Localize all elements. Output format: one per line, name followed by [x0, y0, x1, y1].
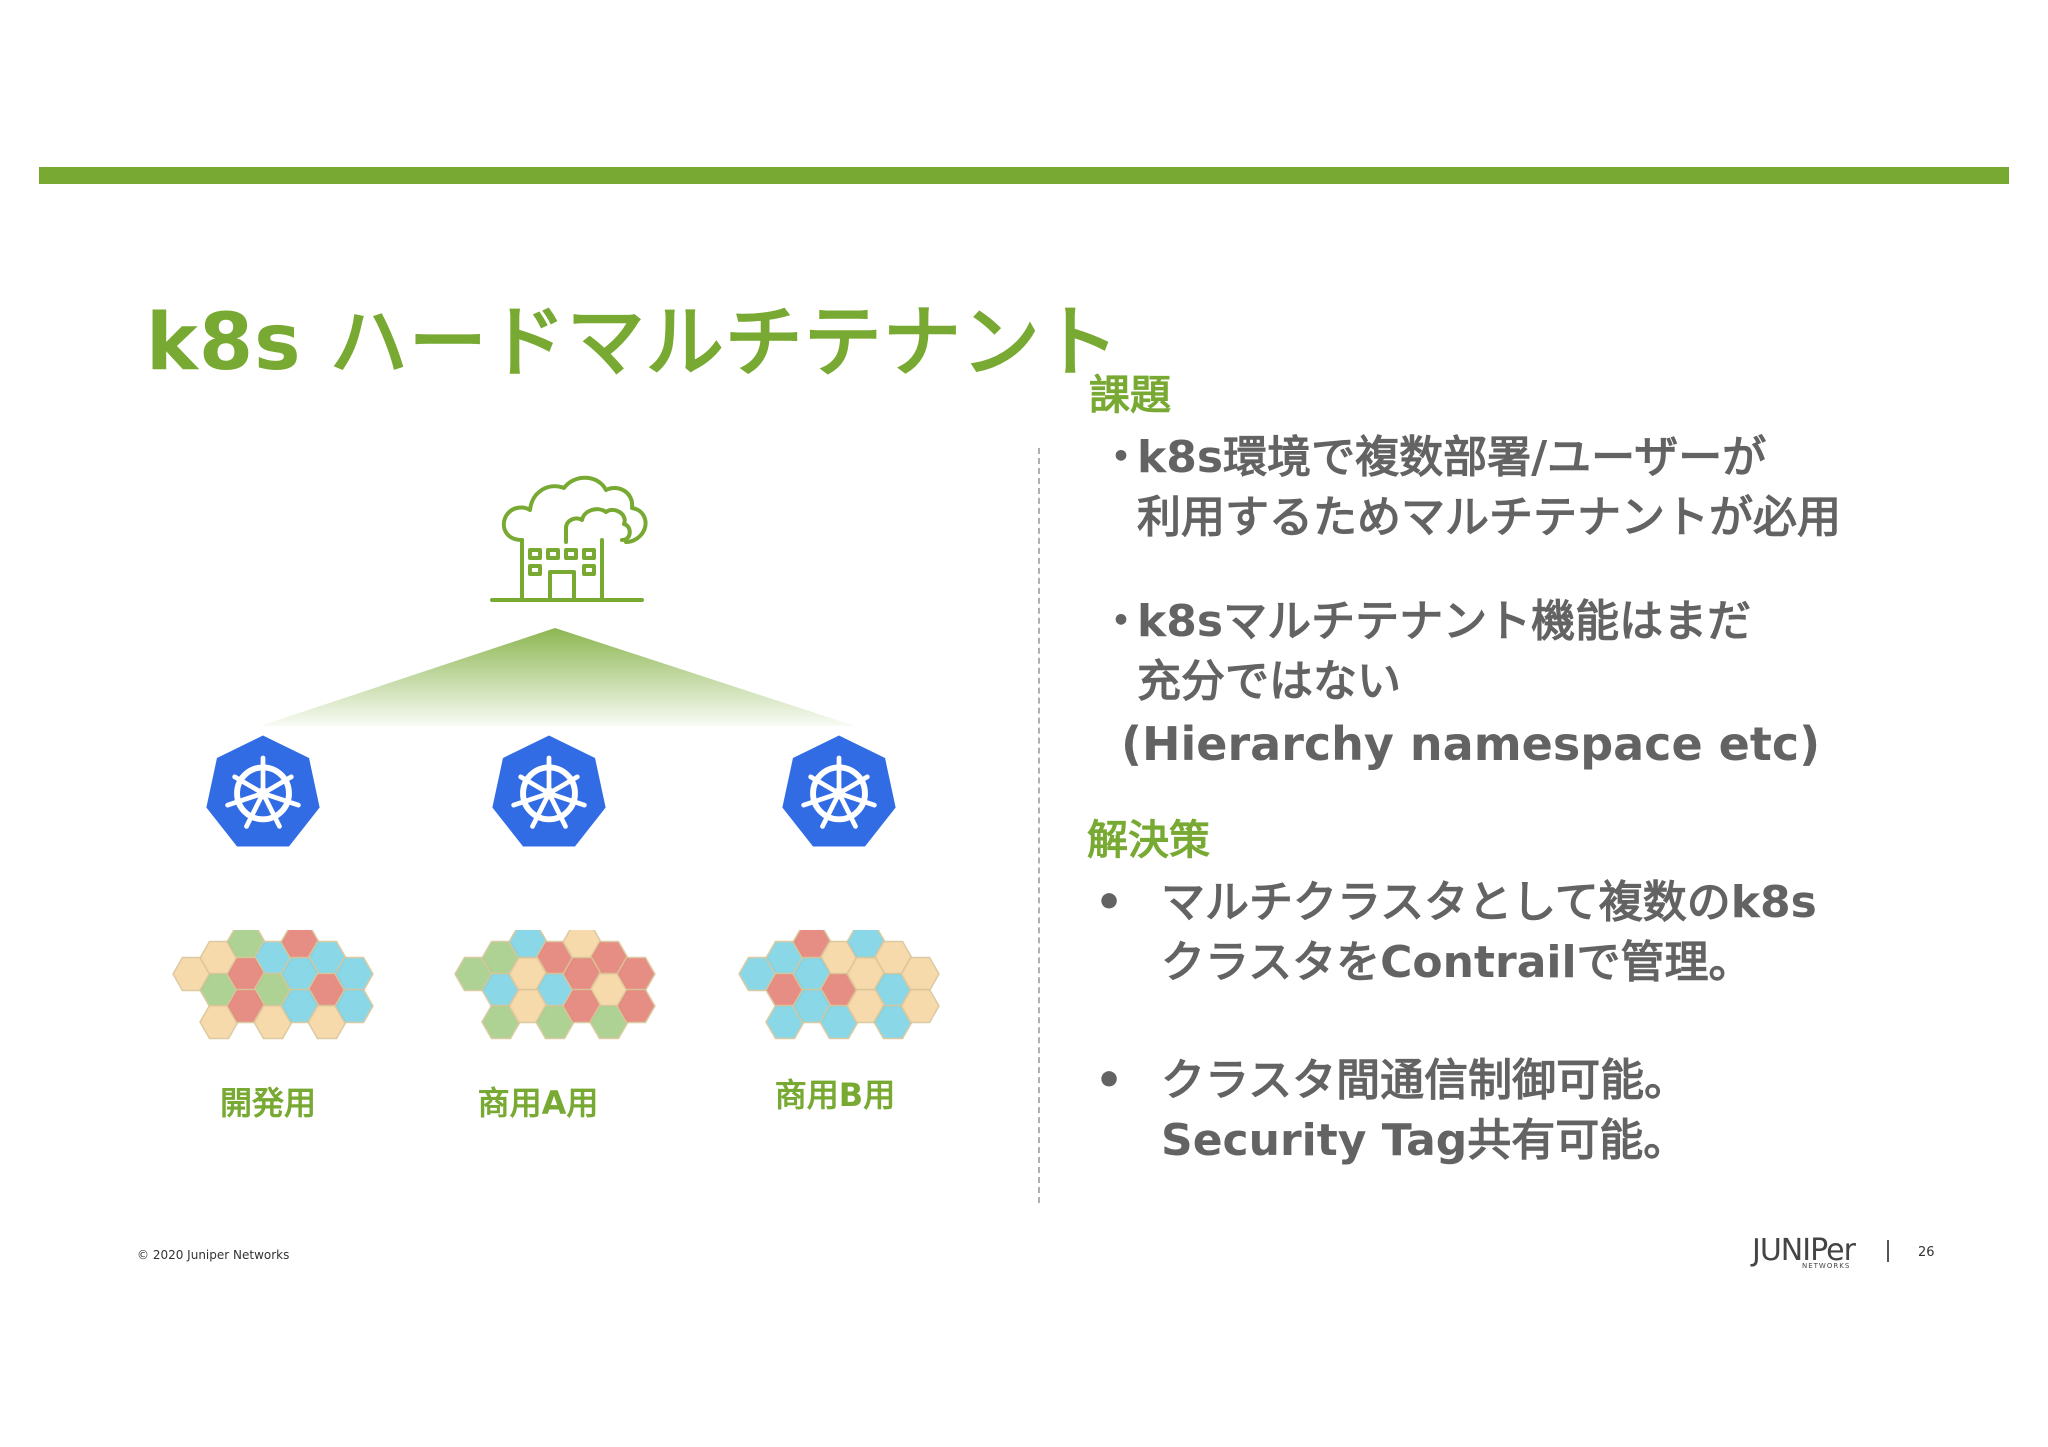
pod-hexagon-cluster-icon — [172, 930, 374, 1040]
copyright: © 2020 Juniper Networks — [137, 1248, 290, 1262]
pod-hexagon — [616, 988, 656, 1024]
logo-subtext: NETWORKS — [1802, 1262, 1851, 1270]
slide-title: k8s ハードマルチテナント — [146, 298, 1120, 388]
pod-hexagon-cluster-icon — [454, 930, 656, 1040]
issue-item: ・ k8s環境で複数部署/ユーザーが 利用するためマルチテナントが必用 — [1085, 428, 2015, 548]
issue-line: 充分ではない — [1137, 656, 1401, 707]
top-accent-bar — [39, 167, 2009, 184]
issue-line: 利用するためマルチテナントが必用 — [1137, 492, 1841, 543]
juniper-logo: JUNIPer NETWORKS — [1752, 1233, 1892, 1271]
page-number: 26 — [1918, 1245, 1935, 1260]
bullet: ・ — [1099, 432, 1143, 483]
tenant-spread-gradient — [260, 628, 855, 726]
solution-line: クラスタ間通信制御可能。 — [1161, 1055, 1689, 1106]
column-divider — [1038, 448, 1040, 1203]
bullet: ・ — [1099, 596, 1143, 647]
pod-hexagon — [334, 988, 374, 1024]
solution-item: • クラスタ間通信制御可能。 Security Tag共有可能。 — [1085, 1051, 2015, 1171]
issue-note: (Hierarchy namespace etc) — [1121, 717, 1821, 771]
solution-line: クラスタをContrailで管理。 — [1161, 937, 1753, 988]
issue-line: k8sマルチテナント機能はまだ — [1137, 596, 1752, 647]
pod-hexagon-cluster-icon — [738, 930, 940, 1040]
pod-hexagon — [900, 988, 940, 1024]
kubernetes-icon — [206, 735, 320, 847]
multitenant-diagram: 開発用 商用A用 商用B用 — [130, 470, 990, 1130]
bullet: • — [1095, 877, 1124, 928]
solution-line: マルチクラスタとして複数のk8s — [1161, 877, 1817, 928]
page-separator — [1887, 1240, 1889, 1262]
env-label-dev: 開発用 — [219, 1084, 316, 1122]
kubernetes-icon — [782, 735, 896, 847]
issue-item: ・ k8sマルチテナント機能はまだ 充分ではない (Hierarchy name… — [1085, 592, 2015, 776]
env-label-prod-b: 商用B用 — [774, 1076, 896, 1114]
cloud-building-icon — [490, 475, 648, 602]
solution-heading: 解決策 — [1087, 816, 1210, 864]
description-panel: 課題 ・ k8s環境で複数部署/ユーザーが 利用するためマルチテナントが必用 ・… — [1085, 375, 2015, 1171]
issues-heading: 課題 — [1089, 371, 1171, 419]
solution-item: • マルチクラスタとして複数のk8s クラスタをContrailで管理。 — [1085, 873, 2015, 993]
issue-line: k8s環境で複数部署/ユーザーが — [1137, 432, 1767, 483]
kubernetes-icon — [492, 735, 606, 847]
logo-wordmark: JUNIPer — [1752, 1233, 1856, 1268]
env-label-prod-a: 商用A用 — [477, 1084, 599, 1122]
solution-line: Security Tag共有可能。 — [1161, 1115, 1688, 1166]
bullet: • — [1095, 1055, 1124, 1106]
